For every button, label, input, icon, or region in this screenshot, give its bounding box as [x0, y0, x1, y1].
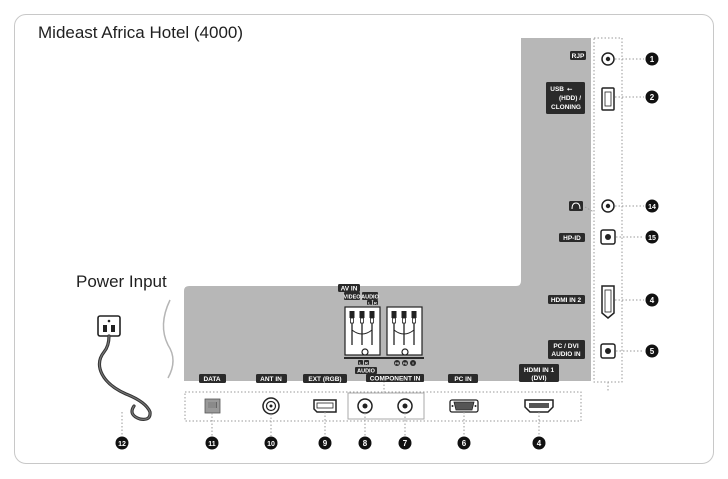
svg-text:10: 10: [267, 441, 275, 448]
bottom-label-data: DATA: [199, 374, 226, 383]
svg-text:1: 1: [650, 55, 655, 64]
callout-9: 9: [318, 436, 332, 450]
bottom-label-ant-in: ANT IN: [256, 374, 287, 383]
bottom-port-bar: [184, 391, 582, 422]
svg-text:PR: PR: [395, 362, 400, 366]
av-rca-plug-icon: [369, 311, 375, 345]
power-input-title: Power Input: [76, 272, 167, 291]
callout-14: 14: [645, 199, 659, 213]
side-port-headphone: [569, 199, 644, 213]
svg-text:L: L: [368, 300, 371, 305]
svg-text:HP-ID: HP-ID: [563, 235, 581, 242]
svg-text:CLONING: CLONING: [551, 104, 581, 111]
coax-port-icon: [262, 397, 280, 415]
svg-text:8: 8: [363, 439, 368, 448]
svg-text:14: 14: [648, 204, 656, 211]
svg-text:DATA: DATA: [203, 376, 220, 383]
side-port-usb: USB ⭠ (HDD) / CLONING: [546, 82, 644, 114]
callout-15: 15: [645, 230, 659, 244]
usb-connector-icon: [601, 87, 615, 111]
svg-text:6: 6: [462, 439, 467, 448]
svg-text:(HDD) /: (HDD) /: [559, 95, 581, 102]
av-rca-plug-icon: [349, 311, 355, 345]
av-component-block: AV IN VIDEO AUDIO L R L R PR PB: [338, 284, 424, 382]
svg-text:HDMI IN 2: HDMI IN 2: [551, 297, 582, 304]
svg-text:4: 4: [650, 296, 655, 305]
svg-text:7: 7: [403, 439, 408, 448]
svg-text:AUDIO IN: AUDIO IN: [551, 351, 581, 358]
vga-port-icon: [449, 399, 479, 413]
av-round-jack-icon: [357, 398, 373, 414]
svg-text:AUDIO: AUDIO: [357, 369, 375, 375]
side-port-hp-id: HP-ID: [559, 229, 644, 245]
usb-symbol-icon: ⭠: [567, 86, 573, 93]
headphone-icon: [571, 202, 581, 210]
diagram-title: Mideast Africa Hotel (4000): [38, 23, 244, 42]
svg-text:PC / DVI: PC / DVI: [553, 343, 578, 350]
callout-1: 1: [645, 52, 659, 66]
side-port-hdmi-in-2: HDMI IN 2: [548, 285, 644, 319]
callout-8: 8: [358, 436, 372, 450]
callout-10: 10: [264, 436, 278, 450]
svg-text:4: 4: [537, 439, 542, 448]
callout-6: 6: [457, 436, 471, 450]
svg-text:AV IN: AV IN: [341, 286, 358, 293]
svg-text:PB: PB: [403, 362, 408, 366]
svg-text:COMPONENT IN: COMPONENT IN: [370, 375, 421, 382]
diagram-frame: [14, 14, 714, 464]
callout-2: 2: [645, 90, 659, 104]
svg-text:R: R: [365, 360, 368, 365]
tv-back-panel: [184, 38, 591, 381]
bottom-callout-leaders: [211, 412, 540, 436]
bottom-label-pc-in: PC IN: [448, 374, 478, 383]
callout-4: 4: [645, 293, 659, 307]
svg-text:USB: USB: [550, 86, 564, 93]
power-socket-icon: [97, 315, 121, 337]
svg-text:12: 12: [118, 441, 126, 448]
svg-text:VIDEO: VIDEO: [343, 295, 361, 301]
power-cable-illustration: [97, 299, 174, 436]
svg-text:9: 9: [323, 439, 328, 448]
bottom-label-ext-rgb: EXT (RGB): [303, 374, 347, 383]
callout-11: 11: [205, 436, 219, 450]
svg-text:RJP: RJP: [572, 53, 585, 60]
callout-12: 12: [115, 436, 129, 450]
callout-7: 7: [398, 436, 412, 450]
side-port-pc-dvi-audio: PC / DVI AUDIO IN: [548, 340, 644, 359]
bottom-connectors: [204, 392, 554, 420]
component-round-jack-icon: [397, 398, 413, 414]
svg-text:Y: Y: [412, 362, 414, 366]
svg-text:15: 15: [648, 235, 656, 242]
svg-text:R: R: [374, 300, 377, 305]
svg-text:AUDIO: AUDIO: [361, 295, 379, 301]
svg-text:EXT (RGB): EXT (RGB): [308, 376, 341, 383]
svg-text:ANT IN: ANT IN: [260, 376, 282, 383]
callout-5: 5: [645, 344, 659, 358]
side-port-rjp: RJP: [570, 51, 644, 66]
component-rca-plug-icon: [411, 311, 417, 345]
bottom-label-hdmi-in-1: HDMI IN 1 (DVI): [519, 364, 559, 382]
callout-4: 4: [532, 436, 546, 450]
svg-text:PC IN: PC IN: [454, 376, 472, 383]
svg-text:2: 2: [650, 93, 655, 102]
svg-text:L: L: [359, 360, 362, 365]
rj45-port-icon: [204, 398, 221, 414]
svg-text:11: 11: [208, 441, 216, 448]
svg-text:HDMI IN 1: HDMI IN 1: [524, 367, 555, 374]
scart-port-icon: [313, 399, 337, 413]
svg-text:(DVI): (DVI): [531, 375, 546, 382]
component-rca-plug-icon: [391, 311, 397, 345]
svg-text:5: 5: [650, 347, 655, 356]
hdmi-port-icon: [524, 399, 554, 413]
rca-plugs: [349, 311, 417, 345]
hdmi-vertical-icon: [601, 285, 615, 319]
